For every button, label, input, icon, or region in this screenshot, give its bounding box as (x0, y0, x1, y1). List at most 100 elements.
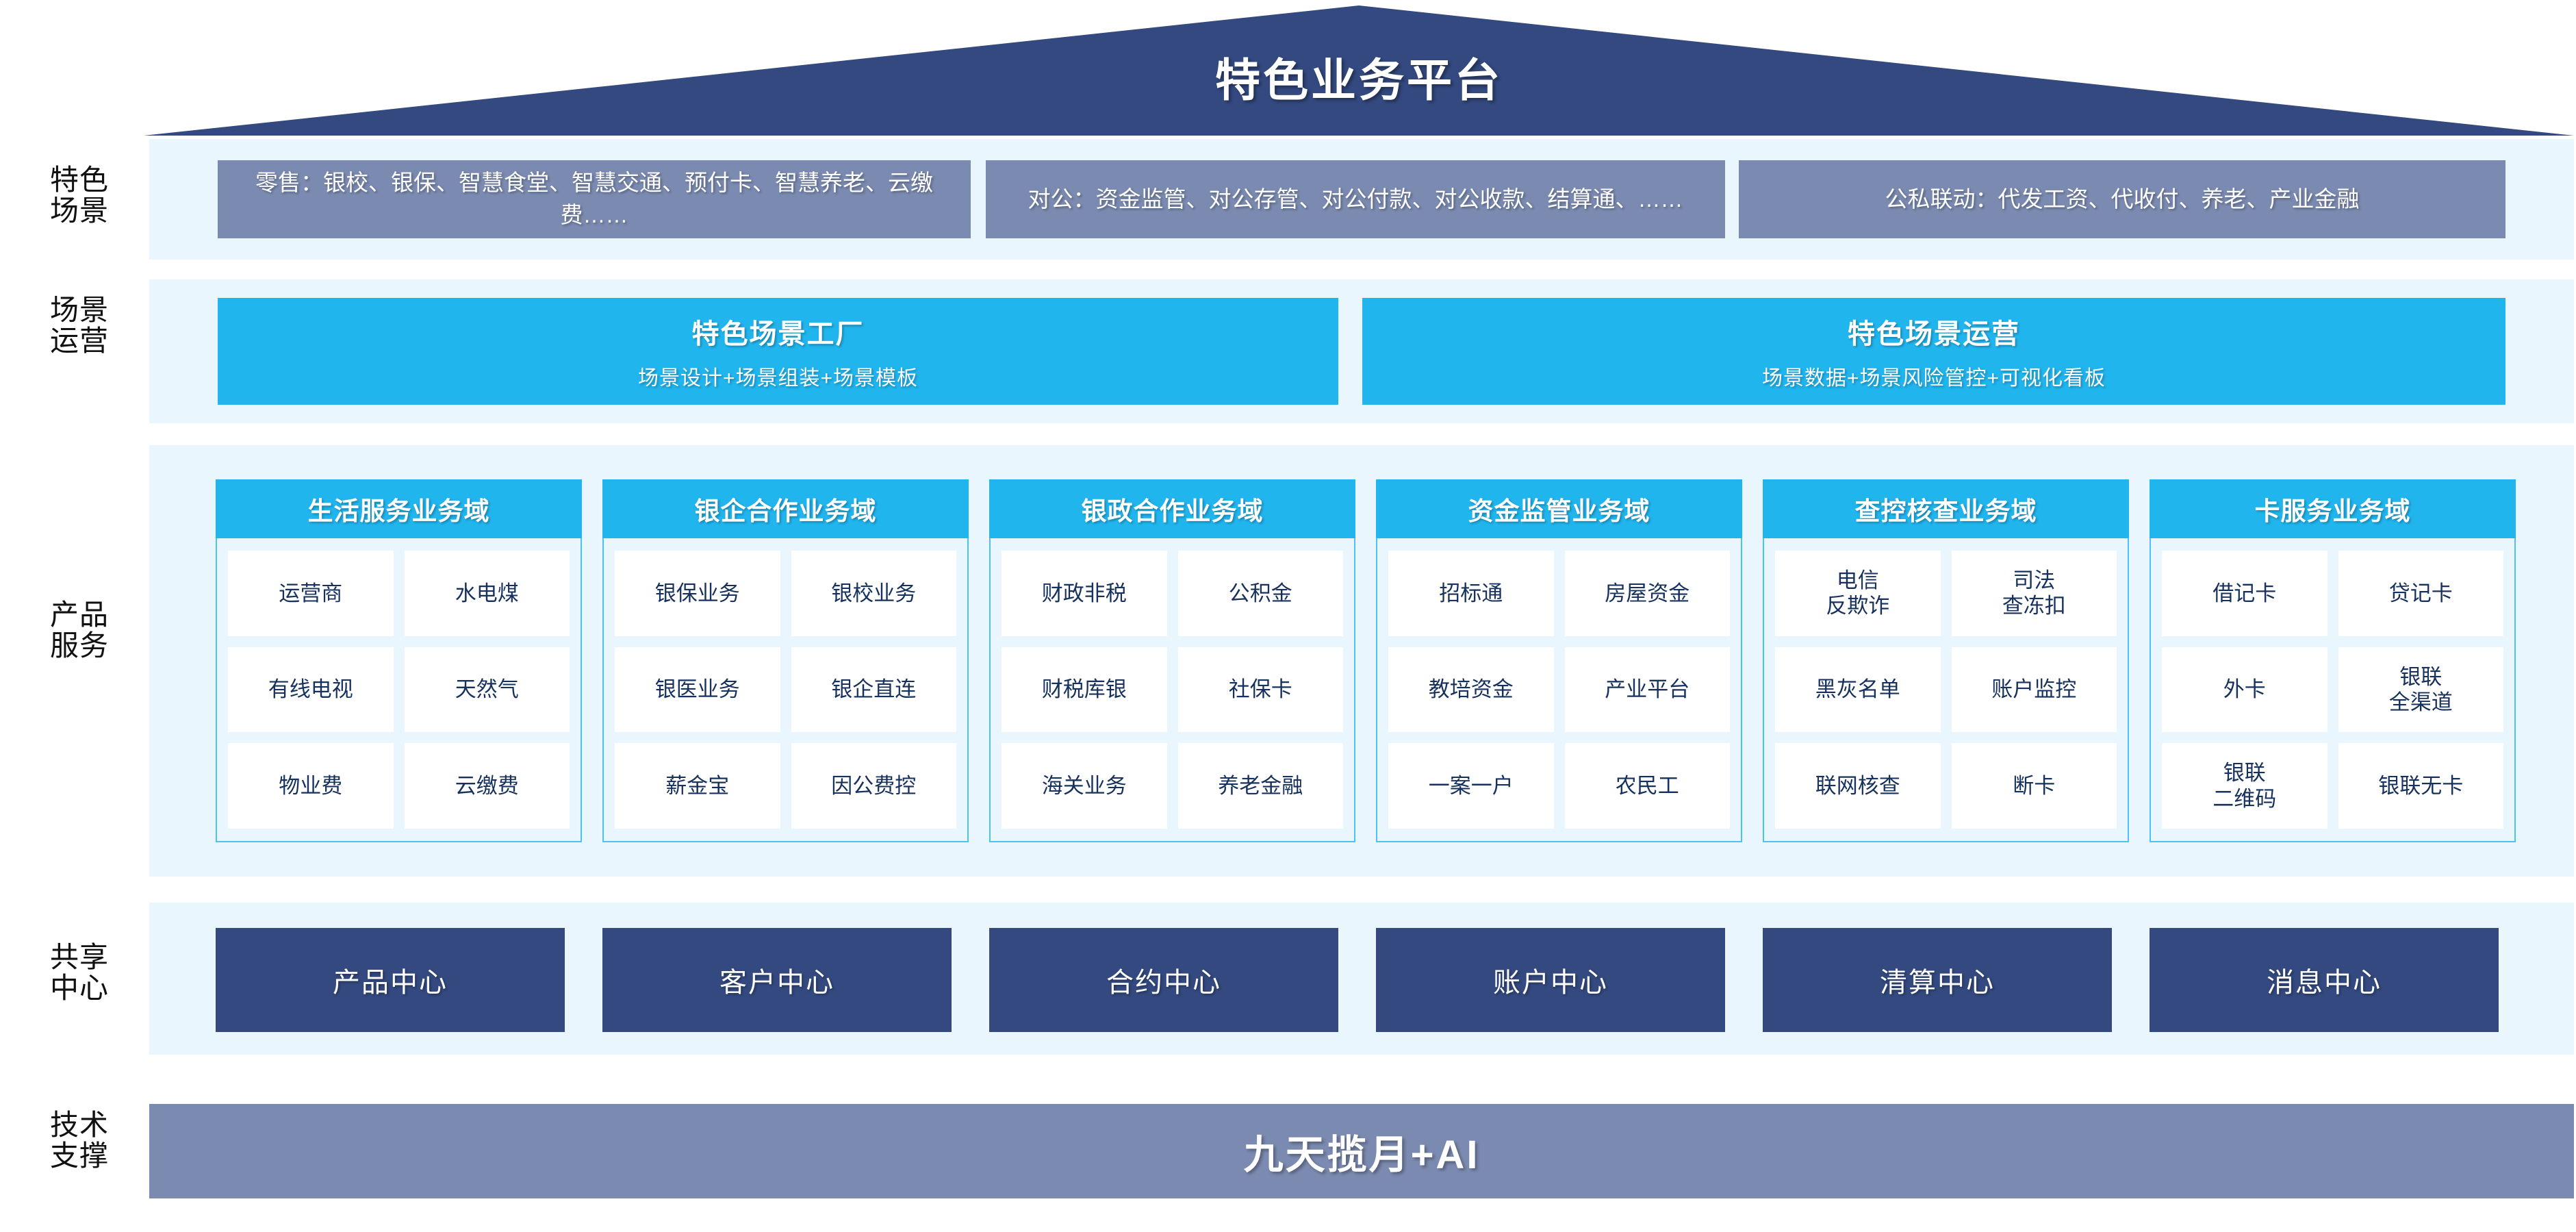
domain-item-line1: 养老金融 (1218, 774, 1303, 799)
domain-column-card-services[interactable]: 卡服务业务域 借记卡 贷记卡 外卡 银联全渠道 银联二维码 银联无卡 (2150, 479, 2516, 842)
domain-item-line1: 电信 (1836, 568, 1879, 593)
domain-item[interactable]: 因公费控 (791, 743, 956, 829)
domain-items-grid: 借记卡 贷记卡 外卡 银联全渠道 银联二维码 银联无卡 (2150, 538, 2516, 842)
scenario-card-public-private[interactable]: 公私联动：代发工资、代收付、养老、产业金融 (1739, 160, 2505, 238)
domain-item-line1: 银医业务 (654, 677, 740, 702)
row-label-line1: 场景 (49, 294, 109, 326)
operation-block-scenario-operations[interactable]: 特色场景运营 场景数据+场景风险管控+可视化看板 (1362, 298, 2505, 405)
domain-item-line1: 招标通 (1439, 581, 1503, 605)
domain-item[interactable]: 教培资金 (1388, 646, 1554, 733)
operation-title: 特色场景工厂 (691, 319, 865, 349)
shared-center-product[interactable]: 产品中心 (216, 928, 565, 1032)
domain-item-line1: 借记卡 (2212, 581, 2277, 605)
domain-item-line1: 产业平台 (1605, 677, 1690, 702)
domain-column-bank-government[interactable]: 银政合作业务域 财政非税 公积金 财税库银 社保卡 海关业务 养老金融 (989, 479, 1355, 842)
domain-title: 银企合作业务域 (602, 479, 969, 538)
domain-item[interactable]: 一案一户 (1388, 743, 1554, 829)
operation-block-scenario-factory[interactable]: 特色场景工厂 场景设计+场景组装+场景模板 (218, 298, 1338, 405)
domain-column-investigation-control[interactable]: 查控核查业务域 电信反欺诈 司法查冻扣 黑灰名单 账户监控 联网核查 断卡 (1763, 479, 2129, 842)
domain-item[interactable]: 招标通 (1388, 551, 1554, 636)
domain-title: 银政合作业务域 (989, 479, 1355, 538)
domain-title: 资金监管业务域 (1376, 479, 1742, 538)
domain-item-line1: 农民工 (1615, 774, 1679, 799)
domain-item-line1: 贷记卡 (2388, 581, 2453, 605)
domain-item[interactable]: 物业费 (228, 743, 394, 829)
domain-item-line1: 薪金宝 (665, 774, 730, 799)
domain-item-line1: 水电煤 (455, 581, 519, 605)
domain-items-grid: 财政非税 公积金 财税库银 社保卡 海关业务 养老金融 (989, 538, 1355, 842)
operation-subtitle: 场景设计+场景组装+场景模板 (637, 367, 919, 390)
shared-center-settlement[interactable]: 清算中心 (1763, 928, 2112, 1032)
domain-item-line1: 银企直连 (831, 677, 917, 702)
domain-item-line1: 一案一户 (1428, 774, 1514, 799)
domain-item-line1: 因公费控 (831, 774, 917, 799)
shared-center-customer[interactable]: 客户中心 (602, 928, 952, 1032)
domain-item[interactable]: 房屋资金 (1564, 551, 1730, 636)
domain-item[interactable]: 借记卡 (2162, 551, 2328, 636)
domain-item-line1: 联网核查 (1815, 774, 1900, 799)
domain-item[interactable]: 社保卡 (1177, 646, 1343, 733)
domain-item-line2: 反欺诈 (1826, 594, 1890, 618)
row-label-product-services: 产品 服务 (19, 599, 140, 662)
domain-item[interactable]: 银保业务 (615, 551, 780, 636)
domain-item[interactable]: 天然气 (404, 646, 570, 733)
domain-item-line1: 教培资金 (1428, 677, 1514, 702)
domain-item[interactable]: 银企直连 (791, 646, 956, 733)
domain-column-life-services[interactable]: 生活服务业务域 运营商 水电煤 有线电视 天然气 物业费 云缴费 (216, 479, 582, 842)
domain-item[interactable]: 司法查冻扣 (1951, 551, 2117, 636)
domain-item-line1: 运营商 (279, 581, 343, 605)
domain-item[interactable]: 账户监控 (1951, 646, 2117, 733)
shared-center-contract[interactable]: 合约中心 (989, 928, 1338, 1032)
domain-item[interactable]: 运营商 (228, 551, 394, 636)
roof-shape (144, 5, 2574, 136)
shared-center-message[interactable]: 消息中心 (2150, 928, 2499, 1032)
row-label-line1: 产品 (49, 599, 109, 631)
operation-title: 特色场景运营 (1848, 319, 2020, 349)
domain-item[interactable]: 外卡 (2162, 646, 2328, 733)
domain-item[interactable]: 公积金 (1177, 551, 1343, 636)
domain-item[interactable]: 电信反欺诈 (1775, 551, 1941, 636)
domain-item[interactable]: 银校业务 (791, 551, 956, 636)
row-label-line2: 场景 (49, 194, 109, 227)
domain-item[interactable]: 养老金融 (1177, 743, 1343, 829)
domain-item[interactable]: 银联全渠道 (2338, 646, 2503, 733)
scenario-card-corporate[interactable]: 对公：资金监管、对公存管、对公付款、对公收款、结算通、…… (986, 160, 1725, 238)
domain-item-line1: 黑灰名单 (1815, 677, 1900, 702)
domain-item[interactable]: 贷记卡 (2338, 551, 2503, 636)
domain-column-fund-supervision[interactable]: 资金监管业务域 招标通 房屋资金 教培资金 产业平台 一案一户 农民工 (1376, 479, 1742, 842)
domain-item[interactable]: 银医业务 (615, 646, 780, 733)
domain-item[interactable]: 银联无卡 (2338, 743, 2503, 829)
domain-item-line2: 二维码 (2212, 786, 2277, 811)
domain-item-line1: 财税库银 (1041, 677, 1127, 702)
domain-item[interactable]: 银联二维码 (2162, 743, 2328, 829)
domain-item[interactable]: 有线电视 (228, 646, 394, 733)
domain-item[interactable]: 断卡 (1951, 743, 2117, 829)
row-label-line2: 中心 (49, 972, 109, 1005)
scenario-card-retail[interactable]: 零售：银校、银保、智慧食堂、智慧交通、预付卡、智慧养老、云缴费…… (218, 160, 971, 238)
domain-item[interactable]: 黑灰名单 (1775, 646, 1941, 733)
domain-item[interactable]: 农民工 (1564, 743, 1730, 829)
domain-item[interactable]: 云缴费 (404, 743, 570, 829)
domain-item[interactable]: 财税库银 (1002, 646, 1167, 733)
row-label-line1: 技术 (49, 1109, 109, 1141)
domain-column-bank-enterprise[interactable]: 银企合作业务域 银保业务 银校业务 银医业务 银企直连 薪金宝 因公费控 (602, 479, 969, 842)
domain-item[interactable]: 水电煤 (404, 551, 570, 636)
row-label-tech-support: 技术 支撑 (19, 1109, 140, 1172)
domain-title: 查控核查业务域 (1763, 479, 2129, 538)
tech-support-bar[interactable]: 九天揽月+AI (149, 1104, 2574, 1198)
row-label-line2: 支撑 (49, 1140, 109, 1172)
domain-item-line1: 账户监控 (1991, 677, 2077, 702)
domain-item[interactable]: 联网核查 (1775, 743, 1941, 829)
page-title: 特色业务平台 (1215, 55, 1503, 105)
domain-item[interactable]: 产业平台 (1564, 646, 1730, 733)
shared-center-account[interactable]: 账户中心 (1376, 928, 1725, 1032)
domain-item-line1: 财政非税 (1041, 581, 1127, 605)
domain-item[interactable]: 薪金宝 (615, 743, 780, 829)
domain-item-line1: 银联 (2399, 664, 2443, 689)
domain-item[interactable]: 财政非税 (1002, 551, 1167, 636)
domain-item-line1: 社保卡 (1228, 677, 1292, 702)
domain-item-line1: 外卡 (2223, 677, 2266, 702)
domain-item-line1: 房屋资金 (1605, 581, 1690, 605)
domain-item[interactable]: 海关业务 (1002, 743, 1167, 829)
